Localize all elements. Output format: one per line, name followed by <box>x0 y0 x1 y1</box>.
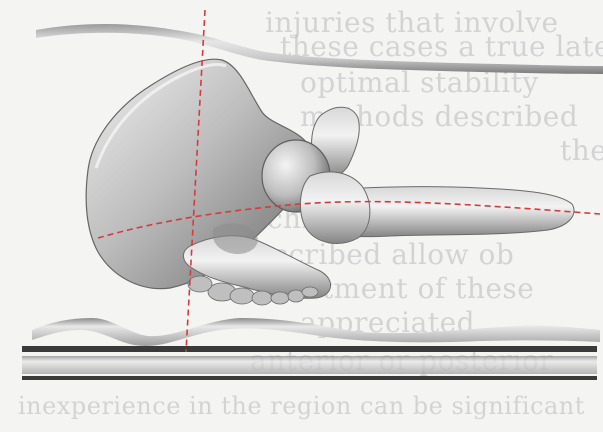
femoral-neck <box>300 172 369 244</box>
table-top <box>22 346 597 352</box>
lower-body-outline <box>32 318 600 346</box>
upper-body-outline <box>36 24 603 74</box>
table-base <box>22 376 597 380</box>
table-band <box>22 356 597 374</box>
